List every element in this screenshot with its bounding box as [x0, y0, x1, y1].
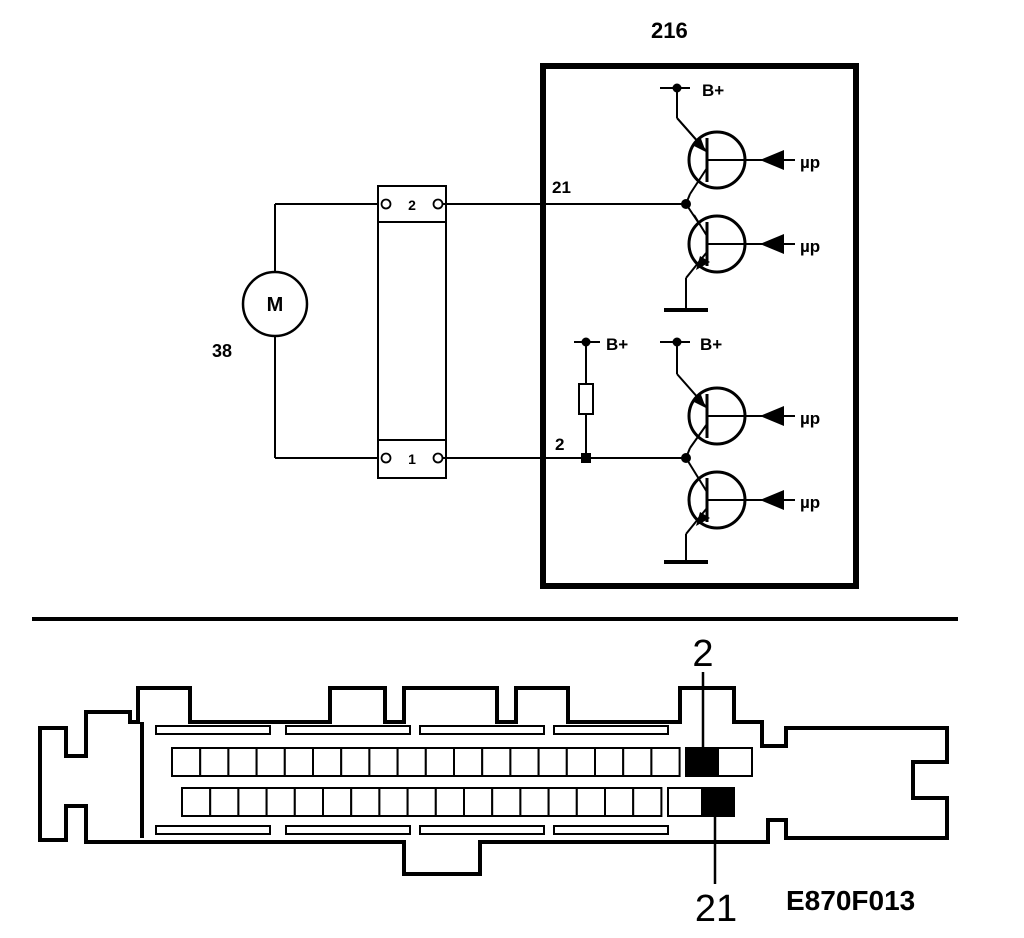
pin-cavity: [378, 787, 409, 817]
pin-cavity: [547, 787, 578, 817]
control-label-2: µp: [800, 237, 820, 256]
pin-cavity: [396, 747, 427, 777]
pin-cavity: [293, 787, 324, 817]
pin-cavity: [434, 787, 465, 817]
pin-cavity: [406, 787, 437, 817]
connector-pin-lower-label: 1: [408, 451, 416, 467]
motor-symbol: M: [241, 203, 382, 459]
pin-cavity: [491, 787, 522, 817]
pin-cavity: [340, 747, 371, 777]
ecu-connector-drawing: [38, 686, 949, 876]
control-label-3: µp: [800, 409, 820, 428]
pin-cavity: [717, 747, 753, 777]
pin-cavity-highlighted: [701, 787, 735, 817]
pin-cavity: [265, 787, 296, 817]
pin-rows: [171, 747, 753, 817]
pin-cavity: [312, 747, 343, 777]
pin-cavity: [481, 747, 512, 777]
pin-cavity: [237, 787, 268, 817]
pin-cavity: [368, 747, 399, 777]
lower-half-bridge: [660, 337, 795, 564]
connector-housing: [38, 686, 949, 876]
pin-cavity: [209, 787, 240, 817]
pin-cavity: [424, 747, 455, 777]
circuit-schematic: 216 M 38 2 1 21 2: [212, 18, 859, 589]
callout-pin-21-label: 21: [695, 888, 737, 930]
pin-cavity: [565, 747, 596, 777]
pin-cavity: [604, 787, 635, 817]
pin-cavity: [622, 747, 653, 777]
figure-code: E870F013: [786, 885, 915, 916]
pin-cavity: [453, 747, 484, 777]
pin-cavity: [594, 747, 625, 777]
upper-half-bridge: [660, 83, 795, 312]
callout-pin-2-label: 2: [692, 633, 713, 675]
pin-cavity: [667, 787, 703, 817]
pin-cavity: [171, 747, 202, 777]
supply-label-upper: B+: [702, 81, 724, 100]
control-label-1: µp: [800, 153, 820, 172]
wire-2-label: 2: [555, 435, 564, 454]
pin-cavity: [283, 747, 314, 777]
connector-pin-upper-label: 2: [408, 197, 416, 213]
supply-label-resistor: B+: [606, 335, 628, 354]
ecu-module-box: [540, 63, 859, 589]
pin-cavity: [227, 747, 258, 777]
wire-21-label: 21: [552, 178, 571, 197]
pin-cavity: [199, 747, 230, 777]
pin-cavity: [519, 787, 550, 817]
connector-block: 2 1: [377, 185, 447, 479]
pin-cavity: [181, 787, 212, 817]
pin-cavity: [255, 747, 286, 777]
motor-number-label: 38: [212, 341, 232, 361]
pin-cavity: [650, 747, 681, 777]
supply-label-lower: B+: [700, 335, 722, 354]
pin-cavity: [463, 787, 494, 817]
pin-cavity: [575, 787, 606, 817]
pin-cavity: [322, 787, 353, 817]
pin-cavity: [350, 787, 381, 817]
pullup-resistor: [574, 337, 600, 463]
motor-symbol-label: M: [267, 294, 284, 316]
module-number-label: 216: [651, 18, 688, 43]
pin-cavity: [537, 747, 568, 777]
pin-cavity: [632, 787, 663, 817]
pin-cavity: [509, 747, 540, 777]
control-label-4: µp: [800, 493, 820, 512]
